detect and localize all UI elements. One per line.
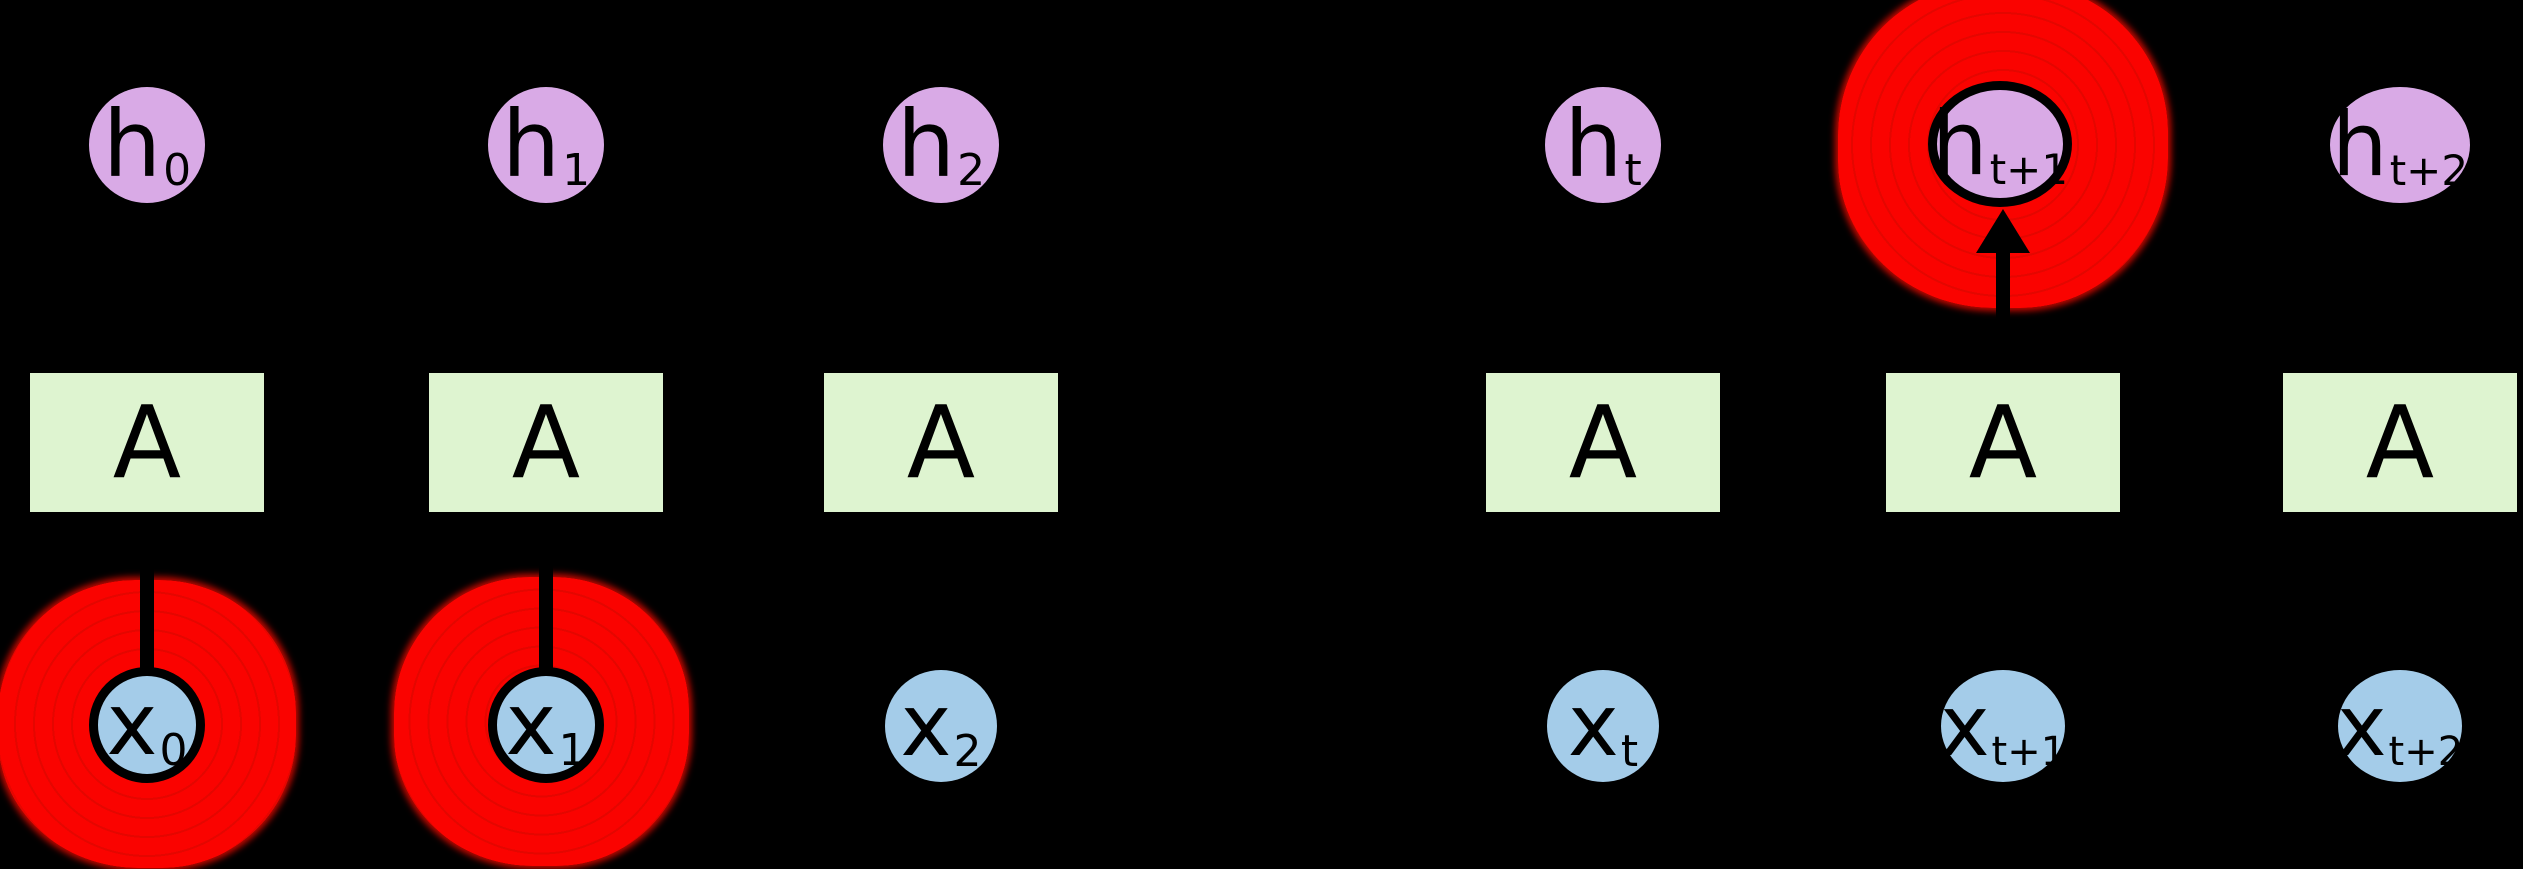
cell-box-at: A: [1483, 370, 1723, 515]
input-node-xt-label: x: [1567, 676, 1619, 776]
arrowhead-x0-to-a0: [120, 516, 174, 560]
input-node-xt1-label: x: [1939, 677, 1990, 775]
hidden-node-h2-label: h: [896, 91, 956, 198]
connector-at2-to-ht2: [2393, 248, 2407, 370]
input-node-x2-subscript: 2: [953, 726, 982, 777]
hidden-node-ht2-subscript: t+2: [2389, 146, 2469, 195]
arrowhead-a2-to-h2: [914, 206, 968, 250]
arrowhead-at2-to-ht2: [2373, 206, 2427, 250]
connector-at1-to-ht1: [1996, 252, 2010, 370]
arrowhead-a1-to-h1: [519, 206, 573, 250]
hidden-node-ht-label: h: [1564, 91, 1623, 198]
connector-xt-to-at: [1596, 556, 1610, 670]
arrowhead-at1-to-at2: [2236, 416, 2280, 470]
cell-box-at1: A: [1883, 370, 2123, 515]
arrowhead-a0-to-h0: [120, 206, 174, 250]
hidden-node-h1-label: h: [501, 91, 561, 198]
cell-box-a0: A: [27, 370, 267, 515]
hidden-node-ht1-label: h: [1931, 92, 1988, 195]
hidden-node-h0-subscript: 0: [163, 145, 192, 196]
arrowhead-xt2-to-at2: [2373, 516, 2427, 560]
arrowhead-at-to-at1: [1839, 416, 1883, 470]
arrowhead-a0-to-a1: [383, 416, 427, 470]
cell-box-at2-label: A: [2365, 384, 2435, 501]
arrowhead-xt-to-at: [1576, 516, 1630, 560]
input-node-x1-label: x: [505, 675, 557, 775]
arrowhead-xt1-to-at1: [1976, 516, 2030, 560]
connector-x0-to-a0: [140, 556, 154, 668]
input-node-x2-label: x: [900, 676, 952, 776]
cell-box-a1-label: A: [511, 384, 581, 501]
input-node-xt2-subscript: t+2: [2388, 729, 2464, 775]
input-node-x0-subscript: 0: [159, 725, 188, 776]
connector-x2-to-a2: [934, 556, 948, 670]
cell-box-a2-label: A: [906, 384, 976, 501]
connector-at-to-ht: [1596, 248, 1610, 370]
cell-box-a2: A: [821, 370, 1061, 515]
arrowhead-x1-to-a1: [519, 516, 573, 560]
input-node-xt-subscript: t: [1620, 726, 1639, 777]
arrowhead-x2-to-a2: [914, 516, 968, 560]
connector-a1-to-h1: [539, 248, 553, 370]
connector-at-to-at1: [1723, 436, 1841, 450]
hidden-node-h1-subscript: 1: [562, 145, 591, 196]
arrowhead-a1-to-a2: [778, 416, 822, 470]
hidden-node-ht-subscript: t: [1624, 145, 1642, 196]
connector-a0-to-h0: [140, 248, 154, 370]
connector-at1-to-at2: [2123, 436, 2238, 450]
input-node-xt2-label: x: [2336, 677, 2387, 775]
input-node-x1-subscript: 1: [558, 725, 587, 776]
hidden-node-h0-label: h: [102, 91, 162, 198]
connector-a0-to-a1: [267, 436, 385, 450]
input-node-x0-label: x: [106, 675, 158, 775]
hidden-node-ht2-label: h: [2331, 93, 2388, 196]
arrowhead-at1-to-ht1: [1976, 209, 2030, 253]
arrowhead-at-to-ht: [1576, 206, 1630, 250]
hidden-node-ht1-subscript: t+1: [1989, 145, 2069, 194]
cell-box-at-label: A: [1568, 384, 1638, 501]
connector-a2-to-at: [1061, 436, 1441, 450]
hidden-node-h2-subscript: 2: [957, 145, 986, 196]
connector-xt1-to-at1: [1996, 556, 2010, 670]
cell-box-a0-label: A: [112, 384, 182, 501]
connector-x1-to-a1: [539, 556, 553, 668]
connector-a1-to-a2: [666, 436, 780, 450]
cell-box-at2: A: [2280, 370, 2520, 515]
input-node-xt1-subscript: t+1: [1991, 729, 2067, 775]
arrowhead-a2-to-at: [1439, 416, 1483, 470]
connector-xt2-to-at2: [2393, 556, 2407, 670]
cell-box-a1: A: [426, 370, 666, 515]
cell-box-at1-label: A: [1968, 384, 2038, 501]
connector-a2-to-h2: [934, 248, 948, 370]
